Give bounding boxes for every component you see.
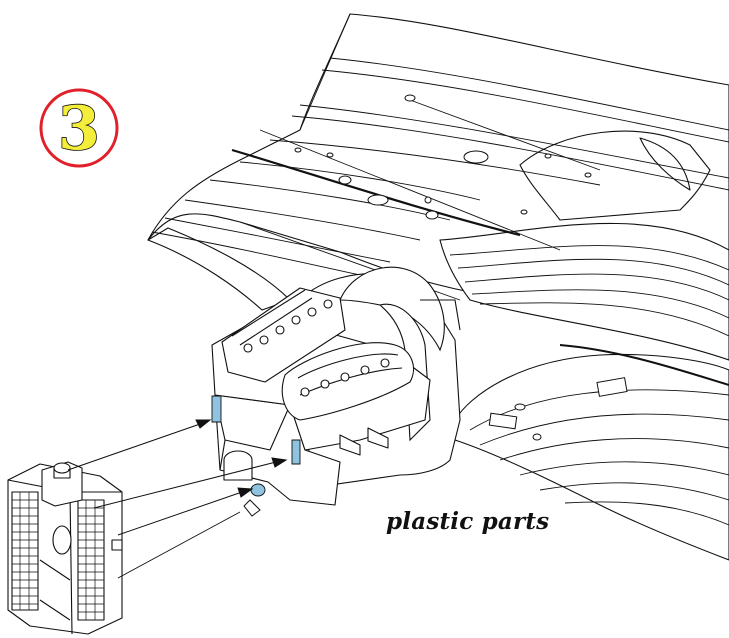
guide-line-3	[118, 492, 242, 535]
radiator-header-tank	[42, 462, 82, 506]
engine-block	[212, 288, 430, 505]
guide-line-1	[68, 424, 200, 470]
guide-line-4	[118, 512, 240, 578]
spark-plugs	[244, 300, 389, 396]
step-number-badge: 3	[38, 87, 120, 169]
step-number: 3	[58, 94, 100, 164]
mount-tab-lower	[251, 484, 265, 496]
radiator	[8, 462, 122, 634]
wing-right-panel	[440, 223, 729, 360]
cowling-ring	[340, 267, 444, 350]
arrow-icon	[196, 420, 210, 428]
mount-tab-right	[292, 440, 300, 464]
mount-tab-upper	[212, 396, 221, 422]
arrow-icon	[272, 458, 286, 467]
wing-fittings	[295, 95, 627, 440]
plastic-parts-caption: plastic parts	[386, 508, 550, 535]
step-badge-ring	[41, 90, 117, 166]
mount-clip	[244, 500, 260, 516]
guide-line-2	[94, 462, 276, 508]
radiator-core-right	[78, 500, 104, 620]
wing-left-trailing-edge	[148, 228, 290, 310]
filler-cap	[54, 463, 70, 473]
nacelle-intake	[640, 138, 690, 190]
arrow-icon	[238, 488, 252, 497]
wing-panel-lines	[152, 14, 729, 525]
assembly-guides	[68, 420, 286, 578]
radiator-core-left	[12, 492, 38, 610]
